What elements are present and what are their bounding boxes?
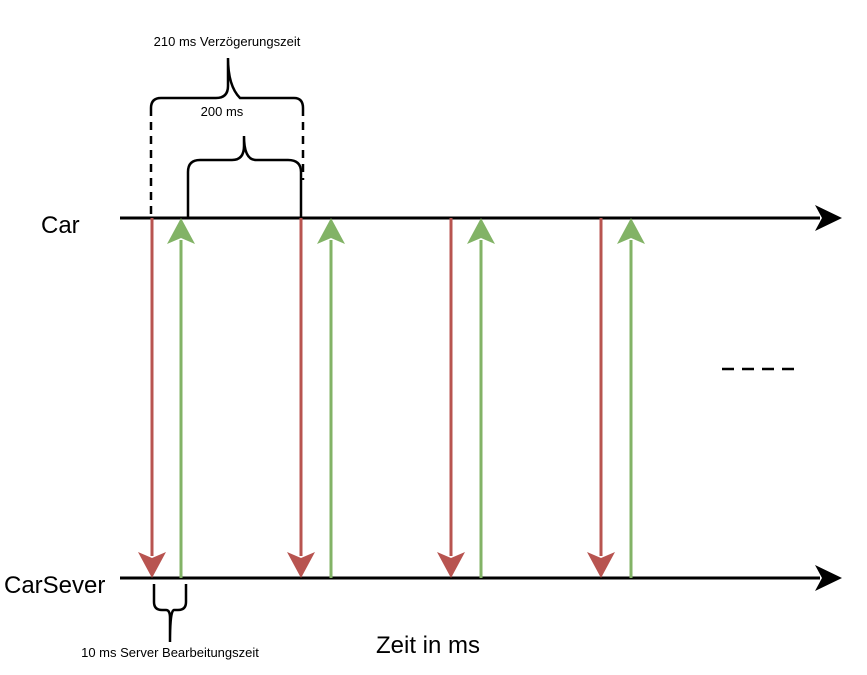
delay-total-brace [149, 57, 305, 218]
response-arrow-2 [317, 218, 345, 578]
response-arrow-1 [167, 218, 195, 578]
request-arrow-1 [138, 218, 166, 578]
request-arrow-3 [437, 218, 465, 578]
request-arrow-2 [287, 218, 315, 578]
response-arrow-4 [617, 218, 645, 578]
time-axis-label: Zeit in ms [376, 632, 480, 659]
car-label: Car [41, 212, 80, 239]
delay-total-label: 210 ms Verzögerungszeit [154, 34, 301, 49]
delay-partial-brace [186, 135, 303, 218]
server-processing-brace [152, 584, 188, 643]
server-timeline [120, 565, 842, 591]
response-arrow-3 [467, 218, 495, 578]
server-processing-label: 10 ms Server Bearbeitungszeit [81, 645, 259, 660]
car-timeline [120, 205, 842, 231]
request-arrow-4 [587, 218, 615, 578]
server-label: CarSever [4, 572, 105, 599]
delay-partial-label: 200 ms [201, 104, 244, 119]
